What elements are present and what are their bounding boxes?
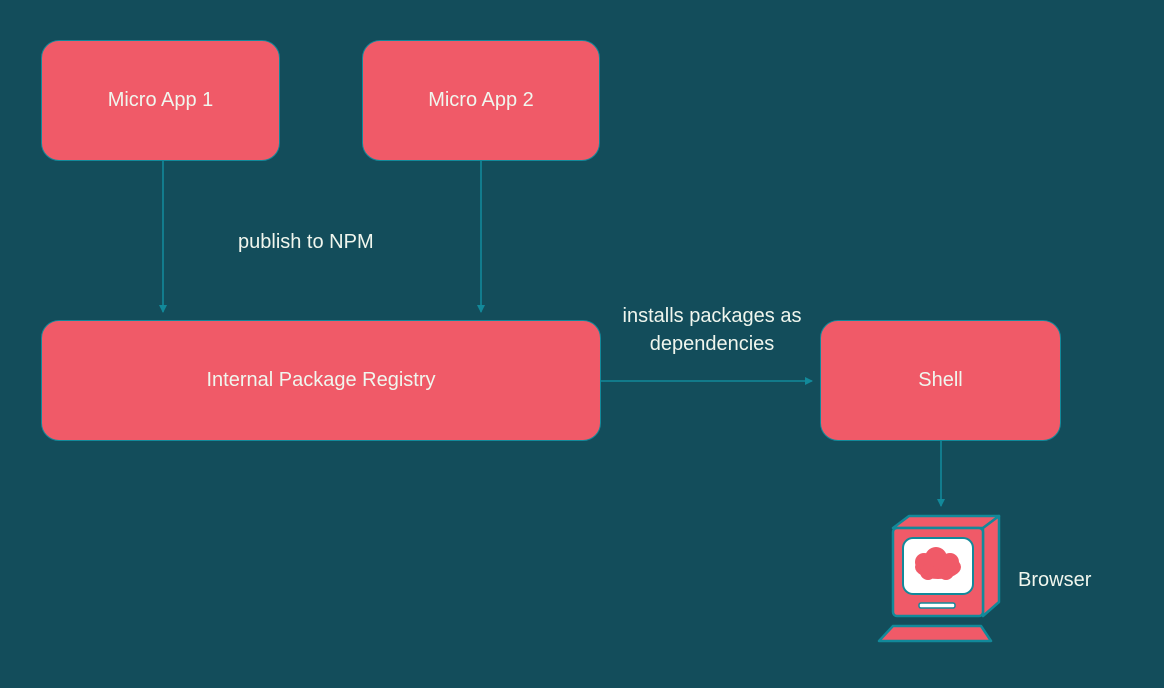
publish-to-npm-label: publish to NPM [238, 231, 374, 253]
node-internal-package-registry-label: Internal Package Registry [206, 369, 436, 391]
node-internal-package-registry: Internal Package Registry [41, 320, 601, 441]
node-shell: Shell [820, 320, 1061, 441]
browser-label: Browser [1018, 569, 1092, 591]
installs-packages-label: installs packages as dependencies [622, 305, 802, 355]
node-micro-app-1: Micro App 1 [41, 40, 280, 161]
node-micro-app-2-label: Micro App 2 [428, 89, 534, 111]
cloud-icon [915, 547, 961, 580]
node-shell-label: Shell [918, 369, 963, 391]
node-micro-app-2: Micro App 2 [362, 40, 600, 161]
browser-computer-icon [877, 514, 1001, 643]
node-micro-app-1-label: Micro App 1 [107, 89, 214, 111]
